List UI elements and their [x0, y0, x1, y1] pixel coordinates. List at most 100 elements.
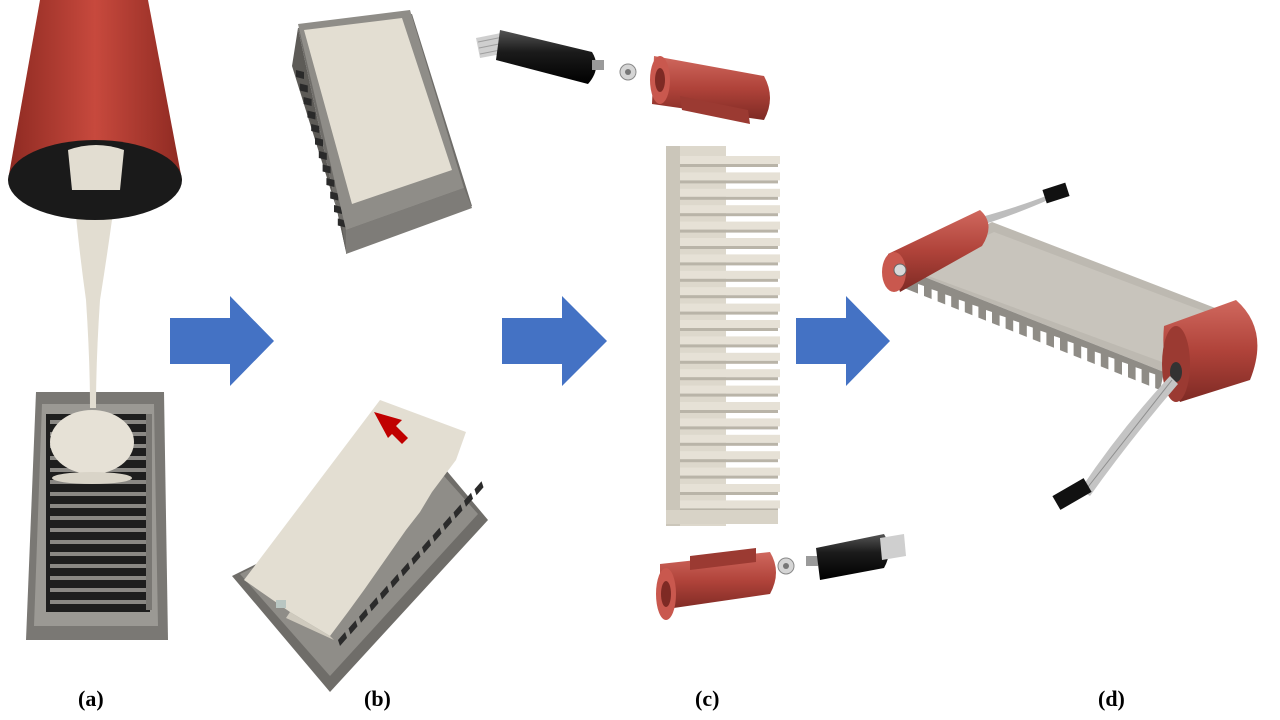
comb-tooth-shadow — [680, 311, 778, 315]
tread-gap — [1040, 330, 1047, 355]
mold-rib — [50, 504, 146, 508]
tread-gap — [1067, 341, 1074, 366]
motor-bottom — [777, 534, 906, 580]
roller-bottom — [656, 548, 776, 620]
tread-gap — [1094, 351, 1101, 376]
comb-tooth-shadow — [680, 278, 778, 282]
comb-tooth-shadow — [680, 360, 778, 364]
comb-tooth-shadow — [680, 393, 778, 397]
silicone-comb — [666, 146, 780, 526]
panel-label-d: (d) — [1098, 686, 1125, 711]
comb-tooth — [680, 320, 780, 328]
comb-tooth — [680, 336, 780, 345]
mold-slot — [330, 191, 339, 201]
process-arrow-icon — [502, 296, 607, 386]
comb-tooth-shadow — [680, 328, 778, 331]
comb-tooth — [680, 369, 780, 378]
comb-tooth — [680, 238, 780, 246]
mold-slot — [334, 205, 342, 214]
tread-gap — [986, 310, 992, 334]
comb-tooth-shadow — [680, 229, 778, 233]
comb-tooth-shadow — [680, 492, 778, 495]
panel-d-assembled — [882, 182, 1258, 510]
panel-c-exploded-assembly — [476, 30, 906, 620]
mold-rib — [50, 528, 146, 532]
panel-label-a: (a) — [78, 686, 104, 711]
roller-left — [882, 210, 989, 292]
comb-tooth — [680, 451, 780, 460]
comb-tooth — [680, 303, 780, 312]
comb-tooth — [680, 287, 780, 296]
panel-b-cured-mold — [292, 10, 472, 254]
mold-slot — [322, 164, 331, 174]
mold-slot — [359, 608, 368, 623]
silicone-puddle — [50, 410, 134, 474]
mold-slot — [411, 550, 421, 565]
comb-tooth — [680, 500, 780, 509]
mold-rib — [50, 588, 146, 592]
comb-tooth-shadow — [680, 508, 778, 512]
tread-gap — [918, 284, 924, 308]
tread-gap — [1122, 362, 1128, 386]
mold-slot — [337, 218, 346, 228]
roller-top — [650, 56, 770, 124]
comb-tooth-shadow — [680, 344, 778, 348]
mold-slot — [401, 562, 410, 577]
mold-slot — [422, 539, 431, 554]
tread-gap — [1081, 346, 1088, 371]
comb-tooth-shadow — [680, 475, 778, 479]
comb-tooth — [680, 484, 780, 492]
mold-slot — [307, 110, 316, 120]
comb-tooth-shadow — [680, 196, 778, 200]
process-arrow-icon — [796, 296, 890, 386]
connector-bottom — [1052, 478, 1092, 510]
mold-slot — [369, 597, 379, 612]
mold-rib — [50, 516, 146, 520]
tread-gap — [1026, 325, 1033, 350]
tread-gap — [931, 289, 938, 314]
mold-slot — [348, 620, 358, 635]
process-arrow-icon — [170, 296, 274, 386]
comb-tooth — [680, 434, 780, 443]
mold-slot — [326, 178, 335, 187]
comb-tooth-shadow — [680, 213, 778, 217]
comb-tooth — [680, 205, 780, 214]
mold-slot — [464, 492, 473, 507]
mold-slot — [338, 632, 347, 646]
mold-rib — [50, 564, 146, 568]
comb-tooth — [680, 221, 780, 230]
mold-rib — [50, 576, 146, 580]
mold-rib — [50, 600, 146, 604]
mold-slot — [318, 151, 327, 160]
mold-rib — [50, 540, 146, 544]
pouring-cup — [8, 0, 182, 220]
panel-b-demolding — [232, 400, 488, 692]
comb-tooth — [680, 352, 780, 361]
peel-direction-arrow-icon — [374, 412, 408, 444]
mold-slot — [303, 97, 312, 106]
tread-gap — [972, 304, 979, 329]
comb-tooth-shadow — [680, 262, 778, 266]
comb-tooth-shadow — [680, 377, 778, 381]
tread-gap — [1054, 336, 1060, 360]
comb-tooth-shadow — [680, 180, 778, 184]
comb-tooth-shadow — [680, 410, 778, 413]
mold-slot — [315, 137, 323, 147]
mold-slot — [474, 481, 484, 496]
tread-gap — [999, 315, 1006, 340]
panel-label-b: (b) — [364, 686, 391, 711]
mold-slot — [443, 516, 452, 530]
tread-gap — [958, 299, 965, 324]
comb-tooth — [680, 418, 780, 427]
comb-tooth — [680, 467, 780, 476]
mold-slot — [311, 124, 320, 133]
comb-tooth-shadow — [680, 246, 778, 249]
comb-tooth-shadow — [680, 442, 778, 446]
panel-a-pouring — [8, 0, 182, 640]
comb-tooth-shadow — [680, 295, 778, 299]
comb-tooth-shadow — [680, 164, 778, 167]
mold-slot — [453, 504, 463, 519]
panel-label-c: (c) — [695, 686, 720, 711]
comb-tooth — [680, 270, 780, 279]
